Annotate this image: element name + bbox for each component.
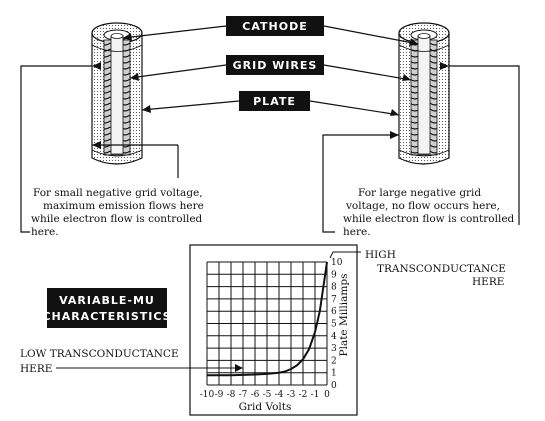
left-note-line: maximum emission flows here <box>43 200 204 212</box>
x-tick-label: -4 <box>275 390 284 400</box>
x-tick-label: -2 <box>299 390 308 400</box>
transconductance-curve <box>207 261 328 377</box>
arrowheads <box>92 33 449 149</box>
plate-label: PLATE <box>253 95 296 108</box>
x-tick-label: -1 <box>311 390 320 400</box>
variable-mu-title: VARIABLE-MU <box>59 294 155 307</box>
y-tick-labels: 0 1 2 3 4 5 6 7 8 9 10 <box>331 258 343 391</box>
high-annotation: HIGH TRANSCONDUCTANCE HERE <box>329 249 506 288</box>
y-tick-label: 1 <box>331 369 337 379</box>
low-annotation-line: LOW TRANSCONDUCTANCE <box>20 348 179 360</box>
cathode-label: CATHODE <box>242 20 307 33</box>
left-note-line: here. <box>31 226 59 238</box>
cathode-label-box <box>226 16 324 36</box>
y-tick-label: 9 <box>331 270 337 280</box>
left-note-line: For small negative grid voltage, <box>33 187 203 199</box>
plate-label-box <box>239 91 310 111</box>
grid-wires-label: GRID WIRES <box>233 59 318 72</box>
high-annotation-line: TRANSCONDUCTANCE <box>377 263 506 275</box>
x-tick-label: -3 <box>287 390 296 400</box>
chart-frame <box>189 244 358 416</box>
y-tick-label: 10 <box>331 258 343 268</box>
right-note: For large negative grid voltage, no flow… <box>343 187 515 238</box>
x-tick-label: -6 <box>251 390 260 400</box>
y-tick-label: 5 <box>331 320 337 330</box>
y-tick-label: 3 <box>331 344 337 354</box>
y-tick-label: 0 <box>331 381 337 391</box>
chart-grid <box>206 261 328 386</box>
right-note-line: For large negative grid <box>358 187 481 199</box>
y-tick-label: 4 <box>331 332 337 342</box>
x-tick-label: -9 <box>215 390 224 400</box>
low-annotation: LOW TRANSCONDUCTANCE HERE <box>20 348 243 375</box>
right-tube <box>398 22 450 165</box>
x-tick-label: -7 <box>239 390 248 400</box>
x-tick-label: -10 <box>200 390 215 400</box>
left-note: For small negative grid voltage, maximum… <box>31 187 204 238</box>
y-tick-label: 7 <box>331 295 337 305</box>
high-annotation-line: HIGH <box>365 249 396 261</box>
x-axis-label: Grid Volts <box>239 401 292 413</box>
right-note-line: here. <box>343 226 371 238</box>
y-tick-label: 2 <box>331 356 337 366</box>
y-tick-label: 8 <box>331 283 337 293</box>
x-tick-label: -5 <box>263 390 272 400</box>
y-axis-label: Plate Milliamps <box>338 274 350 357</box>
left-tube <box>91 22 143 165</box>
leader-lines <box>20 25 520 233</box>
high-annotation-line: HERE <box>472 276 504 288</box>
y-tick-label: 6 <box>331 307 337 317</box>
low-annotation-line: HERE <box>20 363 52 375</box>
x-tick-label: 0 <box>324 390 330 400</box>
left-note-line: while electron flow is controlled <box>31 213 203 225</box>
x-tick-label: -8 <box>227 390 236 400</box>
variable-mu-box <box>47 288 167 328</box>
right-note-line: voltage, no flow occurs here, <box>345 200 500 212</box>
grid-wires-label-box <box>226 55 324 75</box>
right-note-line: while electron flow is controlled <box>343 213 515 225</box>
characteristics-title: CHARACTERISTICS <box>42 310 171 323</box>
